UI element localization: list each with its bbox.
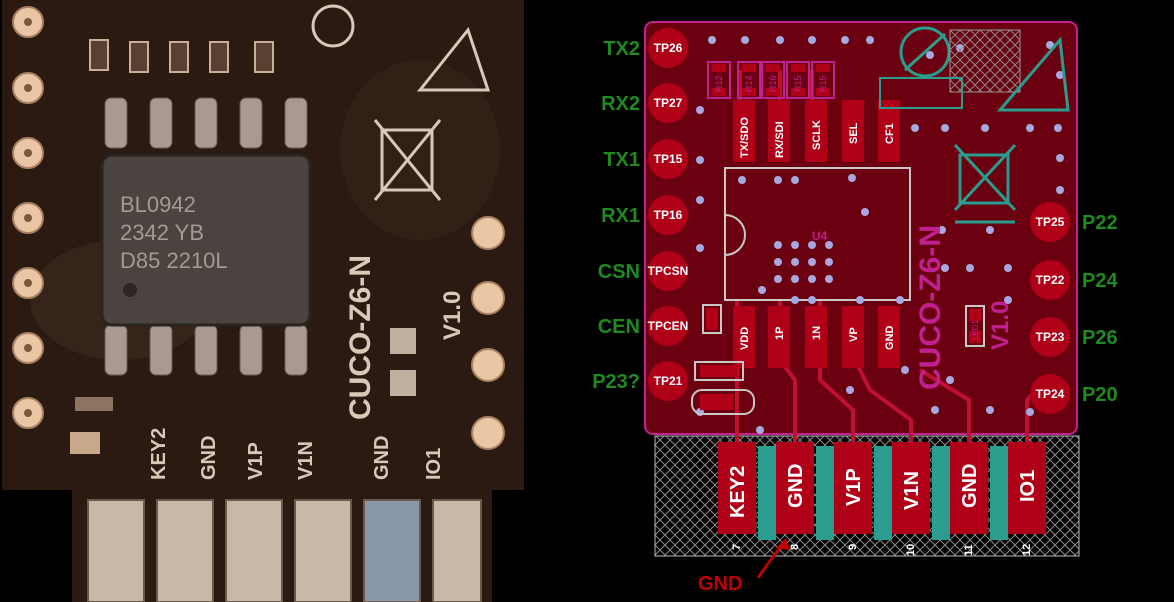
net-label-1n: 1N — [811, 326, 823, 340]
layout-board-name: CUCO-Z6-N — [914, 225, 947, 390]
svg-text:CEN: CEN — [598, 316, 640, 338]
net-label-gnd: GND — [884, 326, 896, 351]
tp-left-3: TP15 TX1 — [603, 139, 688, 179]
svg-text:TX2: TX2 — [603, 38, 640, 60]
net-label-sel: SEL — [848, 122, 860, 144]
photo-pin-label-3: V1P — [245, 442, 267, 480]
pb-free-logo — [899, 26, 951, 78]
svg-text:P20: P20 — [1082, 384, 1118, 406]
svg-text:RX1: RX1 — [601, 205, 640, 227]
pin-label-7: KEY2 — [727, 466, 749, 518]
svg-text:RX2: RX2 — [601, 93, 640, 115]
svg-text:TPCEN: TPCEN — [648, 319, 689, 333]
chip-marking-1: BL0942 — [120, 192, 196, 217]
net-label-tx-sdo: TX/SDO — [739, 117, 751, 158]
layout-version: V1.0 — [987, 301, 1014, 350]
svg-text:TP15: TP15 — [654, 152, 683, 166]
svg-text:P26: P26 — [1082, 327, 1118, 349]
net-label-rx-sdi: RX/SDI — [774, 121, 786, 158]
svg-text:TP21: TP21 — [654, 374, 683, 388]
led-ref: LED1 — [971, 319, 980, 340]
top-net-pads — [733, 100, 900, 162]
svg-text:TP25: TP25 — [1036, 215, 1065, 229]
svg-text:TP22: TP22 — [1036, 273, 1065, 287]
svg-text:TX1: TX1 — [603, 149, 640, 171]
net-label-cf1: CF1 — [884, 123, 896, 144]
svg-text:TP27: TP27 — [654, 96, 683, 110]
photo-pin-label-4: V1N — [295, 441, 317, 480]
resistor-ref-5: R15 — [818, 75, 828, 92]
pin-number-11: 11 — [963, 544, 975, 556]
pin-number-10: 10 — [905, 544, 917, 556]
tp-left-4: TP16 RX1 — [601, 195, 688, 235]
chip-marking-2: 2342 YB — [120, 220, 204, 245]
photo-pin-label-6: IO1 — [423, 448, 445, 480]
svg-text:CSN: CSN — [598, 261, 640, 283]
photo-pin-label-2: GND — [198, 436, 220, 480]
tp-right-1: TP25 P22 — [1030, 202, 1118, 242]
chip-marking-3: D85 2210L — [120, 248, 228, 273]
resistor-ref-2: R14 — [744, 75, 754, 92]
bl0942-chip — [100, 153, 312, 327]
svg-text:TP16: TP16 — [654, 208, 683, 222]
photo-version: V1.0 — [439, 291, 466, 340]
edge-connector-fingers — [87, 499, 482, 602]
board-photo: BL0942 2342 YB D85 2210L CUCO-Z6-N V1.0 … — [0, 0, 528, 602]
bottom-net-pads — [733, 306, 900, 368]
tp-left-6: TPCEN CEN — [598, 306, 689, 346]
right-castellated-pads — [471, 216, 505, 450]
top-resistors — [707, 61, 835, 99]
resistor-ref-3: R16 — [768, 75, 778, 92]
u4-chip-outline — [724, 167, 911, 301]
tp-left-2: TP27 RX2 — [601, 83, 688, 123]
net-label-1p: 1P — [774, 327, 786, 340]
pin-number-7: 7 — [731, 544, 743, 550]
pin-label-9: V1P — [843, 468, 865, 506]
tp-right-4: TP24 P20 — [1030, 374, 1118, 414]
net-label-vp: VP — [848, 327, 860, 342]
pcb-layout: U4 TX/SDO RX/SDI SCLK SEL CF1 — [528, 0, 1174, 602]
svg-text:P22: P22 — [1082, 212, 1118, 234]
pin-label-12: IO1 — [1017, 470, 1039, 502]
net-label-sclk: SCLK — [811, 120, 823, 150]
pin-label-11: GND — [959, 464, 981, 508]
tp-left-1: TP26 TX2 — [603, 28, 688, 68]
svg-text:TP23: TP23 — [1036, 330, 1065, 344]
pin-number-9: 9 — [847, 544, 859, 550]
connector-pads — [718, 442, 1046, 534]
chip-ref: U4 — [812, 229, 828, 243]
pin-label-8: GND — [785, 464, 807, 508]
photo-board-name: CUCO-Z6-N — [344, 255, 377, 420]
svg-text:TPCSN: TPCSN — [648, 264, 689, 278]
thermal-vias — [774, 241, 833, 283]
tp-left-7: TP21 P23? — [592, 361, 688, 401]
tp-left-5: TPCSN CSN — [598, 251, 689, 291]
pin-label-10: V1N — [901, 471, 923, 510]
gnd-annotation: GND — [698, 573, 742, 595]
photo-pin-label-1: KEY2 — [148, 428, 170, 480]
pin-number-8: 8 — [789, 544, 801, 550]
net-label-vdd: VDD — [739, 327, 751, 350]
photo-pin-label-5: GND — [371, 436, 393, 480]
weee-logo — [953, 143, 1017, 224]
svg-text:P24: P24 — [1082, 270, 1118, 292]
pin-number-12: 12 — [1021, 544, 1033, 556]
svg-text:P23?: P23? — [592, 371, 640, 393]
svg-text:TP24: TP24 — [1036, 387, 1065, 401]
tp-right-2: TP22 P24 — [1030, 260, 1118, 300]
resistor-ref-1: R12 — [714, 75, 724, 92]
resistor-ref-4: R15 — [793, 75, 803, 92]
svg-text:TP26: TP26 — [654, 41, 683, 55]
esd-logo — [996, 36, 1070, 112]
tp-right-3: TP23 P26 — [1030, 317, 1118, 357]
